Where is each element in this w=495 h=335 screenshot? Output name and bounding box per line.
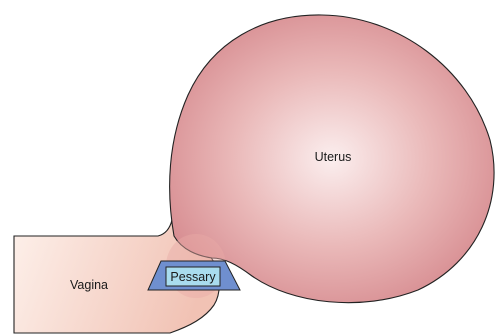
uterus-label: Uterus (315, 150, 352, 164)
pessary-label: Pessary (170, 270, 216, 284)
vagina-label: Vagina (70, 278, 108, 292)
